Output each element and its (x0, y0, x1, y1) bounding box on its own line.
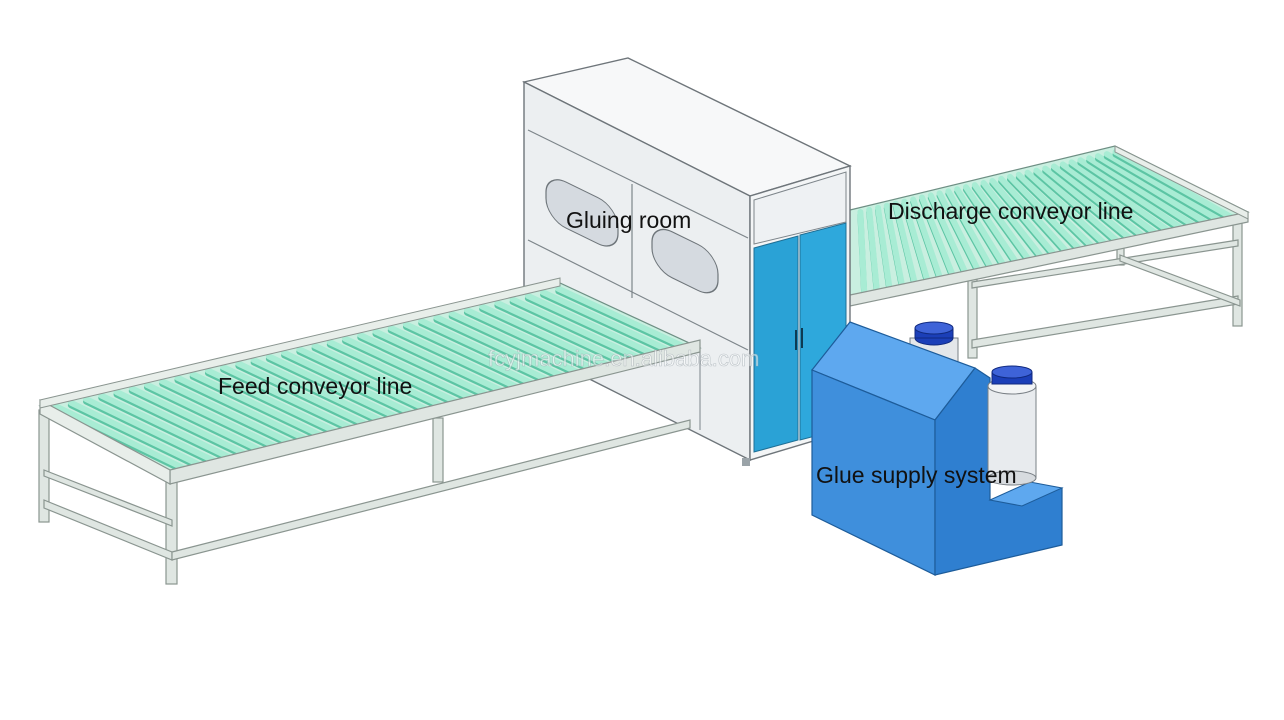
cabinet-window-left (545, 179, 619, 247)
feed-back-rail (39, 277, 561, 409)
discharge-roller (927, 192, 969, 277)
feed-rollers (52, 285, 688, 474)
discharge-roller (1042, 165, 1134, 242)
discharge-roller (892, 200, 918, 287)
feed-roller (98, 392, 233, 461)
discharge-roller (1015, 171, 1096, 250)
feed-roller (403, 321, 536, 387)
cabinet-panel-line-2 (527, 239, 749, 351)
discharge-roller (989, 177, 1058, 258)
feed-roller (357, 332, 491, 398)
cabinet-window-right (651, 228, 719, 294)
feed-roller (281, 349, 415, 417)
feed-roller (128, 385, 263, 453)
door-handle-left (795, 330, 797, 350)
discharge-roller (1077, 157, 1184, 231)
feed-roller (509, 296, 642, 361)
label-discharge-conveyor: Discharge conveyor line (888, 198, 1133, 224)
feed-roller (524, 292, 658, 358)
glue-barrel-front (987, 365, 1037, 486)
cabinet-front-top-panel (753, 171, 847, 245)
feed-roller (555, 285, 688, 350)
feed-lower-rail-front (171, 419, 691, 561)
door-handle-right (801, 328, 803, 348)
feed-conveyor (38, 277, 702, 585)
feed-roller (448, 310, 582, 376)
feed-roller (265, 353, 400, 420)
glue-supply-system (811, 321, 1064, 576)
feed-roller (144, 381, 278, 450)
discharge-roller (866, 206, 880, 295)
discharge-lower-rail-side (1119, 254, 1241, 307)
discharge-roller (919, 194, 956, 279)
feed-roller (113, 388, 248, 457)
discharge-roller (971, 182, 1032, 263)
feed-leg-3 (432, 417, 444, 483)
feed-roller (250, 356, 384, 424)
watermark-text: fcyjmachine.en.alibaba.com (488, 346, 759, 371)
cabinet-panel-line-1 (527, 129, 749, 239)
discharge-roller (1103, 151, 1222, 223)
feed-roller (433, 314, 566, 380)
discharge-mid-rail (971, 239, 1239, 289)
discharge-roller (936, 190, 982, 274)
feed-roller (189, 371, 324, 439)
feed-roller (235, 360, 369, 428)
label-feed-conveyor: Feed conveyor line (218, 373, 412, 399)
glue-machine-step (988, 481, 1064, 507)
discharge-roller (1059, 161, 1159, 237)
feed-roller (494, 300, 627, 365)
discharge-end-rail (1114, 145, 1249, 220)
feed-roller (479, 303, 612, 369)
discharge-leg-2 (1232, 217, 1243, 327)
discharge-roller (901, 198, 931, 285)
discharge-roller (980, 180, 1045, 261)
feed-roller (342, 335, 475, 402)
feed-end-rail (39, 398, 171, 486)
discharge-roller (857, 208, 868, 298)
feed-roller (204, 367, 339, 435)
label-glue-supply: Glue supply system (816, 462, 1017, 488)
cabinet-foot (742, 458, 750, 466)
discharge-roller (875, 204, 893, 293)
feed-roller (67, 399, 202, 468)
discharge-lower-rail-front (971, 295, 1239, 349)
label-gluing-room: Gluing room (566, 207, 691, 233)
discharge-roller (954, 186, 1007, 269)
discharge-roller (1024, 169, 1108, 247)
feed-roller (326, 339, 460, 405)
discharge-roller (910, 196, 944, 282)
discharge-roller (1007, 173, 1083, 253)
feed-roller (311, 342, 445, 409)
discharge-roller (1051, 163, 1146, 239)
discharge-roller (883, 202, 906, 290)
feed-roller (159, 378, 293, 446)
feed-roller (372, 328, 506, 394)
feed-roller (83, 396, 217, 464)
feed-roller (418, 317, 551, 383)
cabinet-door-left[interactable] (753, 235, 799, 453)
discharge-conveyor (849, 145, 1250, 359)
discharge-roller (1112, 149, 1235, 221)
feed-mid-rail-side (43, 469, 173, 527)
discharge-roller (963, 184, 1020, 266)
feed-roller (540, 289, 673, 354)
feed-lower-rail-side (43, 499, 173, 561)
discharge-roller (945, 188, 994, 271)
discharge-roller (1068, 159, 1172, 234)
feed-roller (174, 374, 308, 442)
discharge-roller (1095, 153, 1210, 226)
feed-roller (463, 307, 597, 372)
feed-roller (52, 403, 187, 472)
discharge-roller (1033, 167, 1121, 245)
feed-roller (296, 346, 430, 413)
discharge-roller (1086, 155, 1197, 229)
gluing-room-cabinet (521, 57, 852, 466)
discharge-rollers (857, 149, 1235, 301)
feed-roller (387, 324, 521, 391)
discharge-roller (998, 175, 1070, 255)
feed-roller (220, 364, 354, 431)
